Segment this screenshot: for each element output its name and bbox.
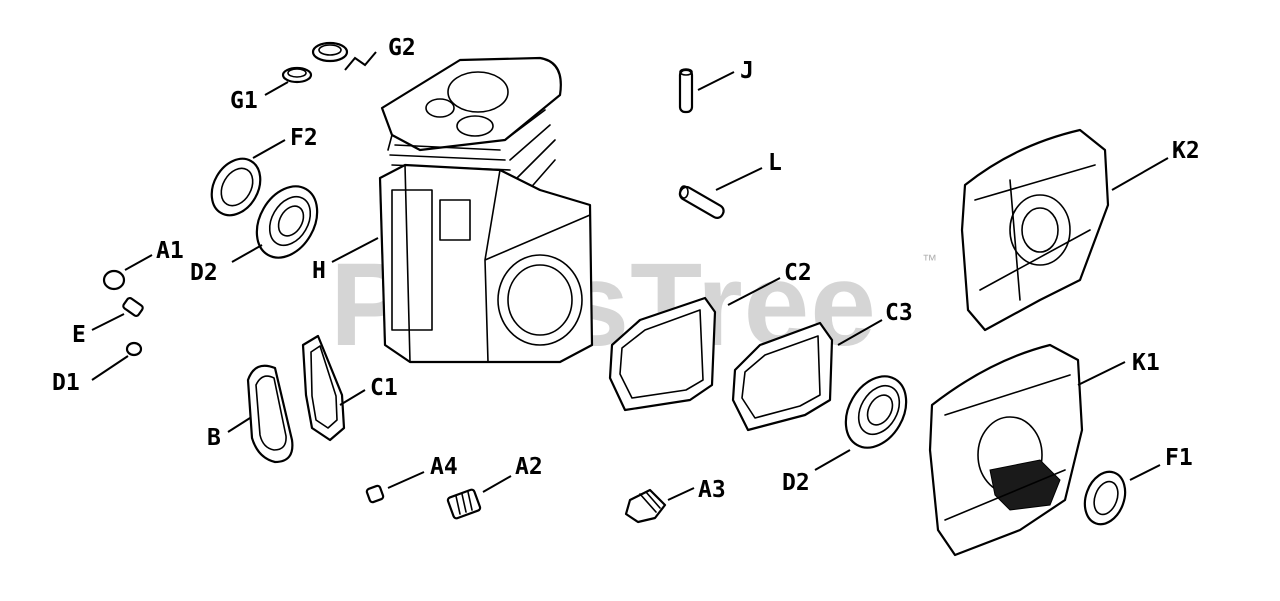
label-c1: C1 xyxy=(370,375,398,401)
part-d2-bearing-right[interactable] xyxy=(834,366,919,459)
part-d1-plug[interactable] xyxy=(125,341,143,357)
watermark-trademark: ™ xyxy=(922,252,937,269)
part-c3-gasket[interactable] xyxy=(731,321,834,432)
part-f2-oil-seal[interactable] xyxy=(202,150,270,224)
label-d2-left: D2 xyxy=(190,260,218,286)
part-j-dowel-pin[interactable] xyxy=(678,68,694,114)
part-k2-bearing-plate[interactable] xyxy=(960,128,1110,332)
part-g2-ring[interactable] xyxy=(311,41,349,63)
part-g1-ring[interactable] xyxy=(281,66,313,84)
part-k1-bearing-plate[interactable] xyxy=(928,343,1084,557)
part-a4-plug[interactable] xyxy=(365,484,385,504)
part-f1-oil-seal[interactable] xyxy=(1078,466,1132,530)
part-a1-plug[interactable] xyxy=(102,269,126,291)
label-h: H xyxy=(312,258,326,284)
label-b: B xyxy=(207,425,221,451)
label-c2: C2 xyxy=(784,260,812,286)
leader-lines xyxy=(91,51,1169,501)
label-a3: A3 xyxy=(698,477,726,503)
label-g1: G1 xyxy=(230,88,258,114)
label-k2: K2 xyxy=(1172,138,1200,164)
label-f1: F1 xyxy=(1165,445,1193,471)
part-c2-gasket[interactable] xyxy=(608,296,717,412)
label-l: L xyxy=(768,150,782,176)
part-l-sleeve[interactable] xyxy=(678,185,726,220)
label-g2: G2 xyxy=(388,35,416,61)
part-d2-bearing-left[interactable] xyxy=(245,176,330,269)
label-d2-right: D2 xyxy=(782,470,810,496)
part-a2-plug[interactable] xyxy=(446,488,482,520)
label-f2: F2 xyxy=(290,125,318,151)
label-a1: A1 xyxy=(156,238,184,264)
label-a4: A4 xyxy=(430,454,458,480)
label-c3: C3 xyxy=(885,300,913,326)
label-d1: D1 xyxy=(52,370,80,396)
part-a3-fitting[interactable] xyxy=(624,488,667,524)
label-j: J xyxy=(740,58,754,84)
callout-labels: G2 G1 F2 D2 A1 H E D1 B C1 A4 A2 J L C2 … xyxy=(52,35,1200,503)
label-e: E xyxy=(72,322,86,348)
label-a2: A2 xyxy=(515,454,543,480)
part-b-cover[interactable] xyxy=(246,364,294,464)
part-c1-gasket[interactable] xyxy=(301,334,346,442)
part-h-cylinder-block[interactable] xyxy=(378,56,594,364)
label-k1: K1 xyxy=(1132,350,1160,376)
part-e-fitting[interactable] xyxy=(122,297,144,317)
